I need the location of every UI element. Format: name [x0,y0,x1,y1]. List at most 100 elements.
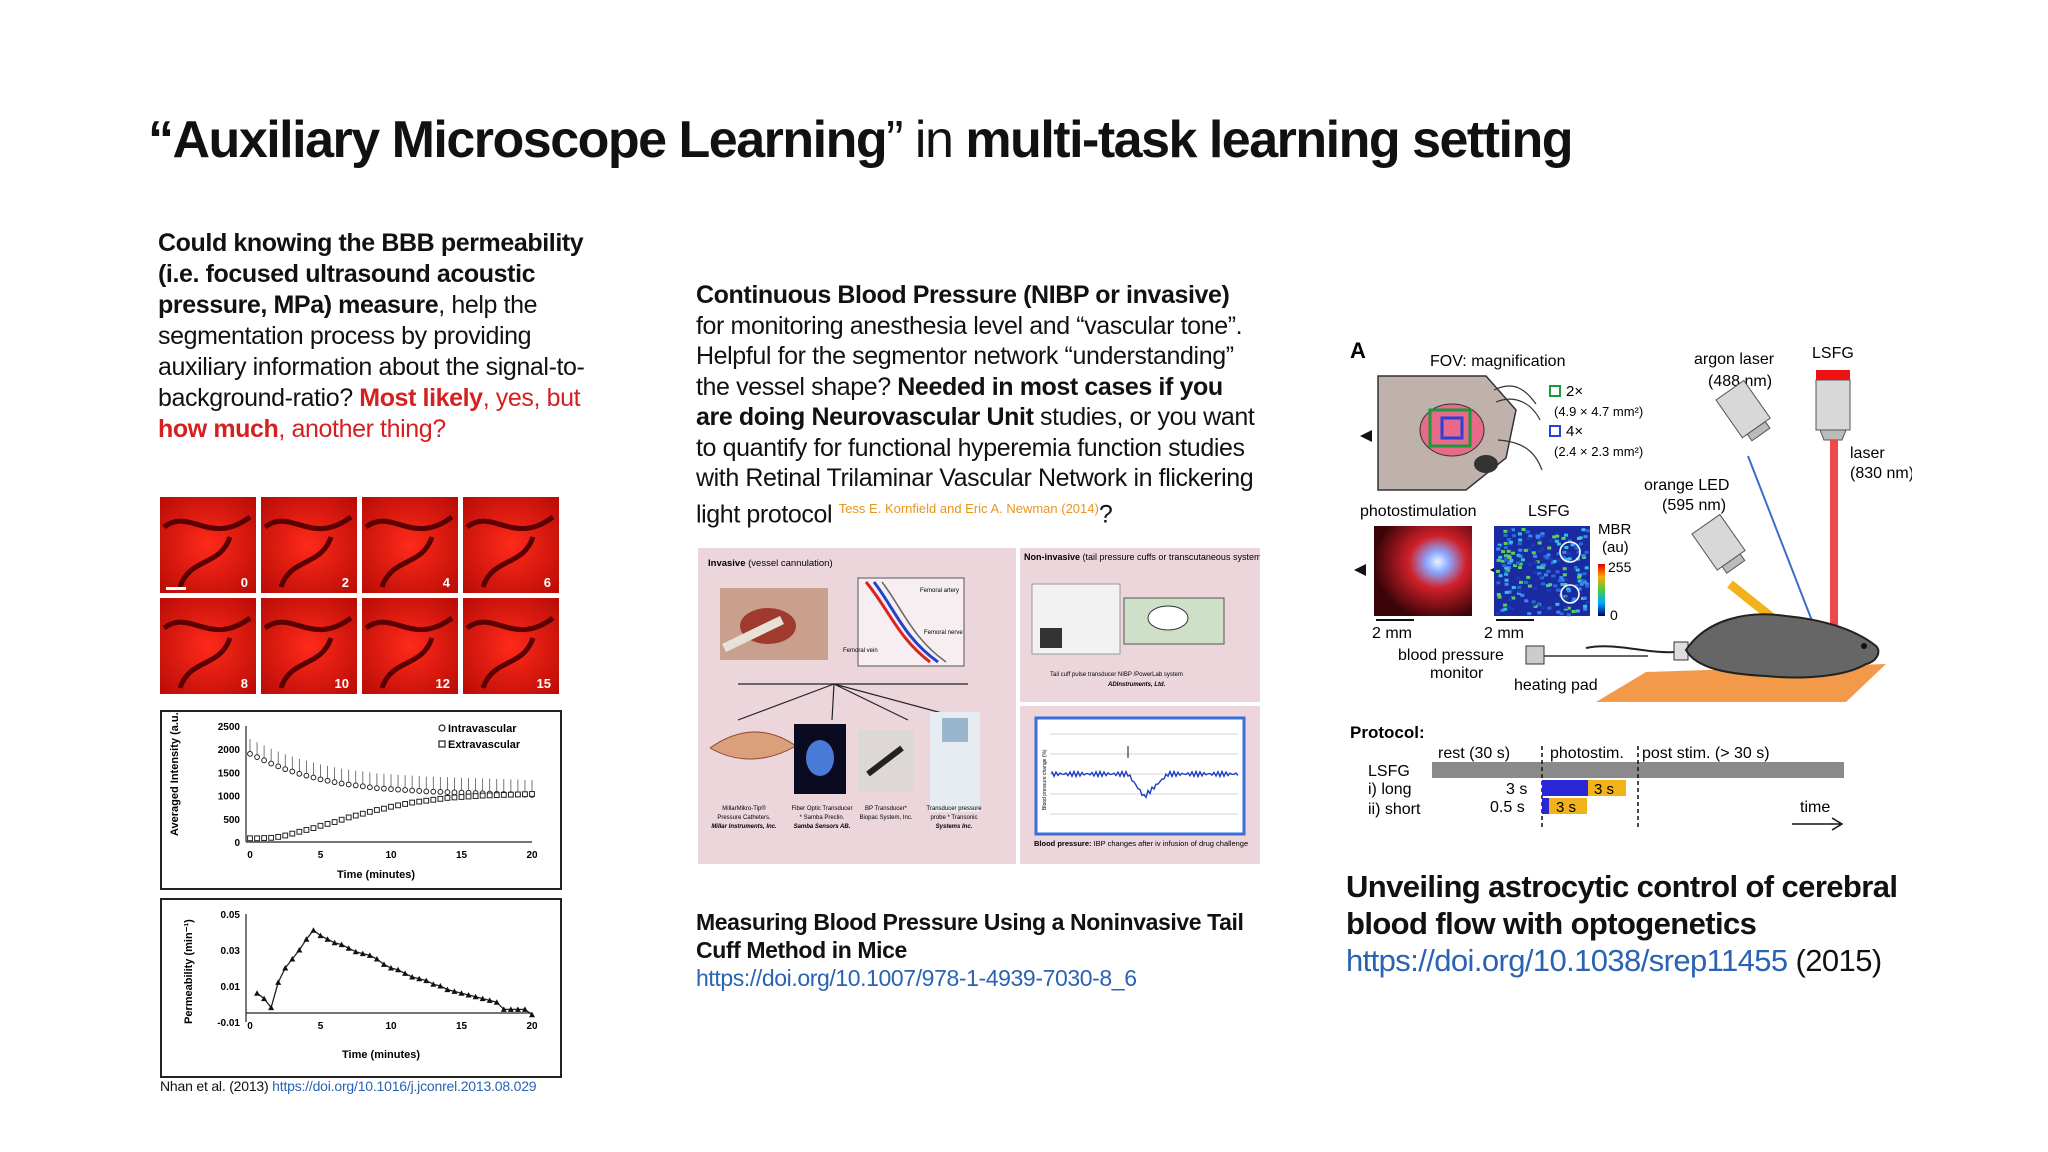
microscopy-frame [463,598,559,694]
permeability-point [444,986,451,993]
permeability-point [352,948,359,955]
permeability-point [338,941,345,948]
permeability-point [416,975,423,982]
lsfg-speckle [1518,566,1522,570]
lsfg-speckle [1562,567,1567,571]
short-protocol-label: ii) short [1368,801,1421,818]
permeability-point [254,990,261,996]
lsfg-speckle [1517,532,1522,536]
tailcuff-doi-link[interactable]: https://doi.org/10.1007/978-1-4939-7030-… [696,965,1137,991]
lsfg-speckle [1566,552,1571,555]
permeability-point [458,990,465,996]
permeability-point [331,939,338,946]
post-phase-label: post stim. (> 30 s) [1642,745,1770,762]
extravascular-point [359,810,366,817]
microscopy-frame [261,497,357,593]
lsfg-speckle [1508,529,1512,533]
kornfield-reference[interactable]: Tess E. Kornfield and Eric A. Newman (20… [838,500,1099,516]
whiskers [1493,385,1543,471]
extravascular-point [268,834,275,841]
lsfg-speckle [1533,561,1538,564]
device-label: Samba Sensors AB. [794,824,851,830]
extravascular-point [458,794,465,800]
lsfg-speckle [1578,536,1583,540]
lsfg-speckle [1500,608,1505,612]
intravascular-point [338,780,345,787]
intensity-xtick: 20 [526,850,538,861]
lsfg-speckle [1567,589,1571,593]
col1-red-bold-2: how much [158,415,279,443]
intravascular-point [331,779,338,786]
lsfg-speckle [1535,534,1540,538]
nhan-citation-text: Nhan et al. (2013) [160,1078,273,1094]
lsfg-speckle [1516,561,1521,565]
permeability-point [402,970,409,976]
extravascular-point [275,833,282,840]
vessel-pattern [364,514,454,588]
bp-monitor-box [1525,645,1545,665]
lsfg-speckle [1555,588,1560,592]
lsfg-speckle [1517,542,1522,546]
argon-nm: (488 nm) [1708,373,1772,390]
permeability-point [521,1006,528,1012]
bp-trace-box [1034,716,1246,836]
lsfg-speckle [1498,574,1503,578]
intravascular-point [289,768,296,775]
col2-end-mark: ? [1098,499,1113,528]
title-quote-close: ” [886,111,903,169]
microscopy-frame [160,598,256,694]
lsfg-speckle [1543,555,1548,559]
lsfg-speckle [1511,596,1516,600]
lsfg-speckle [1537,611,1542,615]
extravascular-point [507,791,514,798]
heating-pad-label: heating pad [1514,677,1598,694]
permeability-point [380,961,387,967]
microscopy-frame [463,497,559,593]
extravascular-point [303,827,310,833]
mag2-dim: (2.4 × 2.3 mm²) [1554,444,1643,459]
extravascular-point [437,795,444,802]
device-label: Transducer pressure [926,806,982,812]
vessel-pattern [465,615,555,689]
intravascular-point [275,763,282,770]
nhan-doi-link[interactable]: https://doi.org/10.1016/j.jconrel.2013.0… [272,1078,537,1094]
lsfg-speckle [1538,538,1543,542]
lsfg-speckle [1575,609,1580,613]
intensity-ytick: 500 [223,815,240,826]
lsfg-speckle [1563,607,1568,611]
laser-head [1816,370,1850,380]
tailcuff-paper-title: Measuring Blood Pressure Using a Noninva… [696,909,1244,963]
column-2-text: Continuous Blood Pressure (NIBP or invas… [696,280,1256,529]
lsfg-speckle [1567,557,1572,561]
lsfg-speckle [1518,554,1523,558]
permeability-point [261,995,268,1002]
lsfg-speckle [1537,572,1542,576]
microscopy-frame [362,497,458,593]
permeability-point [514,1006,521,1012]
device-label: Fiber Optic Transducer [791,806,852,812]
vessel-pattern [364,615,454,689]
bp-caption: Blood pressure: IBP changes after iv inf… [1034,839,1248,848]
extravascular-point [465,793,472,800]
perm-xtick: 15 [456,1021,468,1032]
intensity-xtick: 10 [385,850,397,861]
label-femoral-nerve: Femoral nerve [924,630,963,636]
lsfg-speckle [1585,582,1590,586]
slide-title: “Auxiliary Microscope Learning” in multi… [148,111,1574,169]
intensity-ytick: 2000 [218,745,241,756]
legend-extravascular: Extravascular [448,739,521,751]
fov-4x-box [1440,416,1464,440]
lsfg-roi-2 [1560,584,1580,604]
intravascular-point [409,787,416,794]
extravascular-point [374,807,380,813]
intravascular-point [402,787,409,793]
extravascular-point [289,830,296,837]
lsfg-speckle [1528,534,1533,538]
optogenetics-doi-link[interactable]: https://doi.org/10.1038/srep11455 [1346,943,1788,978]
mouse-eye-2 [1861,643,1867,649]
fov-2x-box [1428,408,1472,448]
permeability-point [493,999,500,1005]
protocol-label: Protocol: [1350,723,1425,742]
lsfg-speckle [1540,547,1545,551]
